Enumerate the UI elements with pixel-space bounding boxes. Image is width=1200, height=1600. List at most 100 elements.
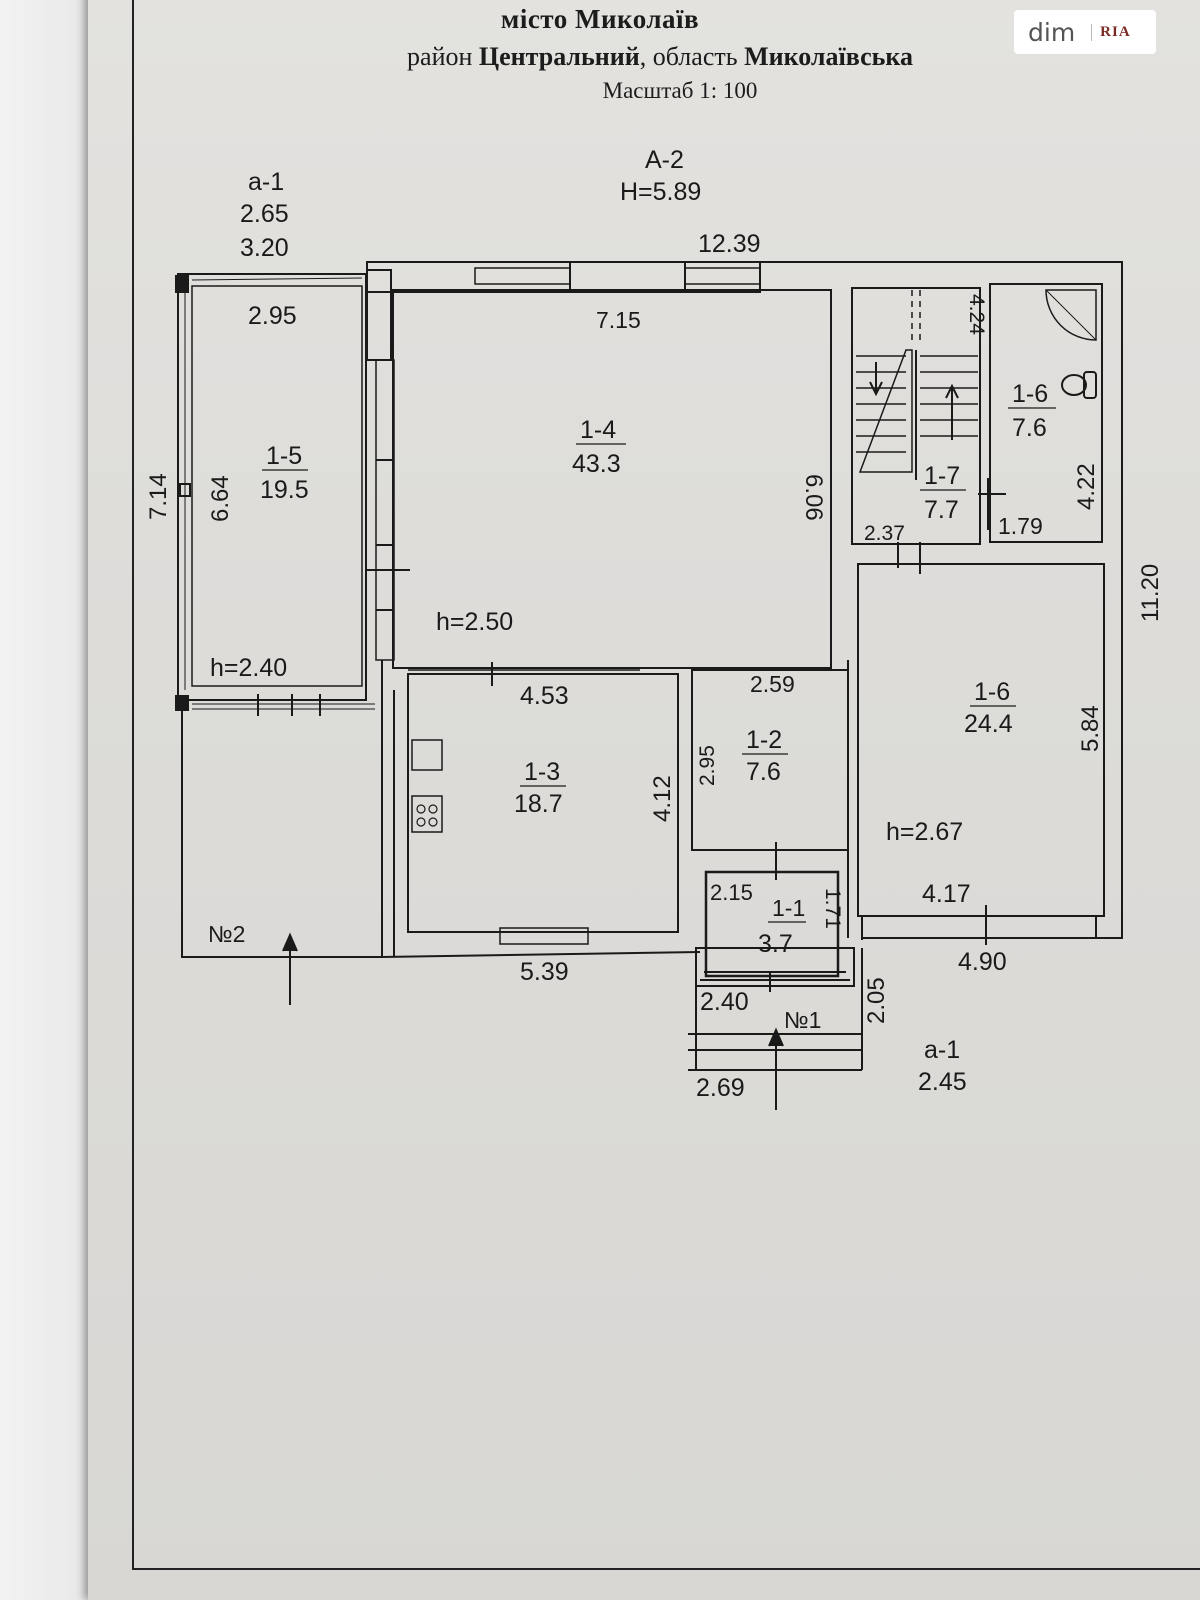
room-1-7-depth: 4.24 (965, 294, 988, 335)
title-district: район Центральний, область Миколаївська (60, 42, 1200, 72)
room-1-3-depth: 4.12 (649, 775, 676, 822)
annex-top-inner (191, 285, 363, 687)
outer-wall-bottom-mid (381, 951, 701, 958)
room-1-5-id: 1-5 (266, 442, 302, 470)
overall-depth: 11.20 (1137, 564, 1164, 622)
room-1-1-area: 3.7 (758, 930, 793, 958)
room-1-4-width: 7.15 (596, 307, 641, 333)
building-label: А-2 (645, 146, 684, 174)
stair-arrow-down-head (869, 381, 883, 397)
room-1-7 (851, 287, 981, 545)
room-1-3-id: 1-3 (524, 758, 560, 786)
room-1-6-small (989, 283, 1103, 543)
room-1-5-depth: 6.64 (207, 475, 234, 522)
room-1-3-width: 4.53 (520, 682, 569, 710)
room-1-6-small-area: 7.6 (1012, 414, 1047, 442)
room-1-2-depth: 2.95 (696, 745, 719, 786)
room-1-6-large-inner-width: 4.17 (922, 880, 971, 908)
room-1-4 (392, 289, 832, 669)
porch-depth: 2.05 (863, 977, 890, 1024)
entrance-main: №1 (784, 1007, 821, 1033)
steps-width: 2.69 (696, 1074, 745, 1102)
sink-icon (411, 739, 443, 771)
annex-top-label: а-1 (248, 168, 284, 196)
stair-treads-right (920, 355, 978, 437)
room-1-2-id: 1-2 (746, 726, 782, 754)
district-prefix: район (407, 42, 473, 71)
room-1-1-depth: 1.71 (821, 888, 844, 929)
annex-top-frame (177, 273, 367, 701)
window-top-2 (684, 267, 761, 285)
annex-top-width: 3.20 (240, 234, 289, 262)
shower-line (1045, 289, 1097, 341)
room-1-2-width: 2.59 (750, 671, 795, 697)
wall-1-5-1-4 (366, 269, 392, 361)
room-1-4-depth: 6.06 (800, 474, 827, 521)
kitchen-outer-width: 5.39 (520, 958, 569, 986)
room-1-4-area: 43.3 (572, 450, 621, 478)
entrance-2-arrow-head (282, 932, 298, 952)
room-1-5-ceiling: h=2.40 (210, 654, 287, 682)
stove-burner-2 (428, 804, 438, 814)
room-1-5-width: 2.95 (248, 302, 297, 330)
paper-sheet (88, 0, 1200, 1600)
room-1-6-small-width: 1.79 (998, 513, 1043, 539)
sheet-frame (132, 0, 1200, 1570)
logo-ria-text: RIA (1091, 23, 1131, 41)
district-name: Центральний (478, 42, 640, 71)
room-1-6-small-id: 1-6 (1012, 380, 1048, 408)
stove-burner-4 (428, 817, 438, 827)
room-1-7-width: 2.37 (864, 522, 905, 545)
annex-mid-post (179, 483, 191, 497)
room-1-3-area: 18.7 (514, 790, 563, 818)
outer-wall-left-bottom (181, 700, 382, 958)
room-1-7-id: 1-7 (924, 462, 960, 490)
room-1-1-id: 1-1 (772, 895, 805, 921)
room-1-6-small-depth: 4.22 (1073, 463, 1100, 510)
room-1-6-large-outer-width: 4.90 (958, 948, 1007, 976)
room-1-4-id: 1-4 (580, 416, 616, 444)
window-1-3-bottom (499, 927, 589, 945)
annex-corner-post (175, 275, 189, 293)
region-name: Миколаївська (744, 42, 913, 71)
annex-top-height: 2.65 (240, 200, 289, 228)
left-depth: 7.14 (145, 473, 172, 520)
region-prefix: , область (639, 42, 738, 71)
room-1-6-large-area: 24.4 (964, 710, 1013, 738)
stove-burner-1 (416, 804, 426, 814)
title-scale: Масштаб 1: 100 (602, 78, 758, 103)
room-1-6-large-ceiling: h=2.67 (886, 818, 963, 846)
stove-burner-3 (416, 817, 426, 827)
room-1-5-area: 19.5 (260, 476, 309, 504)
entrance-1-arrow-head (768, 1027, 784, 1047)
room-1-6-large-id: 1-6 (974, 678, 1010, 706)
logo-dim-text: dim (1028, 17, 1076, 47)
room-1-7-area: 7.7 (924, 496, 959, 524)
stair-diagonal (858, 349, 913, 473)
room-1-2-area: 7.6 (746, 758, 781, 786)
annex-window-top (191, 277, 363, 281)
window-top-1 (474, 267, 571, 285)
entrance-secondary: №2 (208, 921, 245, 947)
toilet-tank (1083, 371, 1097, 399)
toilet-bowl (1061, 374, 1087, 396)
window-1-4-left (375, 359, 395, 661)
building-height: Н=5.89 (620, 178, 701, 206)
room-1-6-large-depth: 5.84 (1077, 705, 1104, 752)
annex-bottom-height: 2.45 (918, 1068, 967, 1096)
building-width: 12.39 (698, 230, 761, 258)
annex-bottom-label: а-1 (924, 1036, 960, 1064)
room-1-3 (407, 673, 679, 933)
porch-width: 2.40 (700, 988, 749, 1016)
room-1-1 (704, 870, 840, 978)
room-1-1-width: 2.15 (710, 880, 753, 905)
annex-corner-post-2 (175, 695, 189, 711)
wall-top-1-4 (366, 261, 761, 293)
dim-ria-logo[interactable]: dim RIA (1014, 10, 1156, 54)
stove-icon (411, 795, 443, 833)
outer-wall-main (760, 261, 1123, 939)
room-1-6-large (857, 563, 1105, 917)
stair-arrow-up-head (945, 383, 959, 399)
room-1-4-ceiling: h=2.50 (436, 608, 513, 636)
